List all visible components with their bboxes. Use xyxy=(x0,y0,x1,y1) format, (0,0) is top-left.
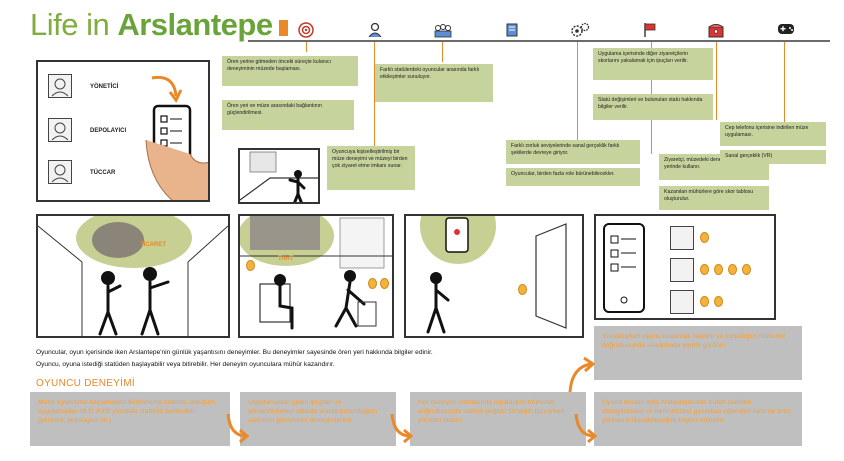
role-label-depolayici: DEPOLAYICI xyxy=(90,128,127,134)
throne-scene-panel: TAHT xyxy=(238,214,394,338)
avatar xyxy=(670,258,694,282)
connector-line xyxy=(716,42,717,120)
title-part2: Arslantepe xyxy=(117,7,273,42)
label-taht: TAHT xyxy=(278,256,294,262)
experience-step-1: Müze ziyaretime başlamadan telefonuma in… xyxy=(30,392,230,446)
avatar xyxy=(48,74,72,98)
gamepad-icon xyxy=(776,22,796,40)
info-box-3: Oyuncuya kişiselleştirilmiş bir müze den… xyxy=(327,146,415,190)
connector-line xyxy=(442,42,443,62)
flag-icon xyxy=(642,22,658,40)
seal-coin xyxy=(714,264,723,275)
arrow-icon xyxy=(390,413,414,444)
avatar xyxy=(670,226,694,250)
timeline-line xyxy=(248,40,830,42)
leaderboard-panel xyxy=(594,214,776,320)
caption-line-2: Oyuncu, oyuna istediği statüden başlayab… xyxy=(36,361,335,368)
avatar xyxy=(48,160,72,184)
ruin-entry-scene-panel xyxy=(404,214,584,338)
experience-step-2: Uygulamadan gelen ipuçları ve yönlendirm… xyxy=(240,392,396,446)
info-box-8: Statü değişimleri ve bulunulan statü hak… xyxy=(593,94,713,120)
info-box-7: Uygulama içerisinde diğer ziyaretçilerin… xyxy=(593,48,713,80)
page-title: Life in Arslantepe xyxy=(30,8,288,42)
role-label-yonetici: YÖNETİCİ xyxy=(90,84,119,90)
target-icon xyxy=(298,22,314,40)
avatar xyxy=(670,290,694,314)
info-box-2: Ören yeri ve müze arasındaki bağlantının… xyxy=(222,100,354,130)
title-square xyxy=(278,20,288,36)
seal-coin xyxy=(700,264,709,275)
seal-coin xyxy=(700,232,709,243)
info-box-5: Farklı zorluk seviyelerinde sanal gerçek… xyxy=(506,140,640,164)
experience-step-4: Yöneticiyken oyunu bırakmak istedim ve t… xyxy=(594,326,802,380)
seal-coin xyxy=(368,278,377,289)
info-box-1: Ören yerine gitmeden önceki süreçte kula… xyxy=(222,56,358,86)
trade-scene-panel: TİCARET xyxy=(36,214,230,338)
seal-coin xyxy=(518,284,527,295)
info-box-6: Oyuncular, birden fazla role bürünebilec… xyxy=(506,168,640,186)
arrow-icon xyxy=(226,413,250,444)
experience-step-5: Oyuna devam edip Arslantepe'deki bütün s… xyxy=(594,392,802,446)
seal-coin xyxy=(246,260,255,271)
arrow-icon xyxy=(568,356,596,393)
arrow-icon xyxy=(574,413,598,444)
connector-line xyxy=(577,42,578,140)
seal-coin xyxy=(728,264,737,275)
user-icon xyxy=(367,22,383,40)
phone-in-hand-illustration xyxy=(145,75,208,200)
connector-line xyxy=(374,42,375,180)
role-label-tuccar: TÜCCAR xyxy=(90,170,116,176)
group-icon xyxy=(433,22,453,40)
museum-scene-panel xyxy=(238,148,320,204)
label-ticaret: TİCARET xyxy=(140,242,166,248)
book-icon xyxy=(504,22,520,40)
caption-line-1: Oyuncular, oyun içerisinde iken Arslante… xyxy=(36,349,433,356)
gears-icon xyxy=(570,22,590,40)
info-box-11: Cep telefonu içerisine indirilen müze uy… xyxy=(720,122,826,146)
connector-line xyxy=(306,42,307,52)
experience-step-3: Her deneyim sonrasında topladığım mühürl… xyxy=(410,392,586,446)
seal-coin xyxy=(700,296,709,307)
connector-line xyxy=(784,42,785,122)
info-box-10: Kazanılan mühürlere göre skor tablosu ol… xyxy=(659,186,769,210)
chest-icon xyxy=(708,22,724,40)
info-box-12: Sanal gerçeklik (VR) xyxy=(720,150,826,164)
avatar xyxy=(48,118,72,142)
section-title: OYUNCU DENEYİMİ xyxy=(36,378,135,389)
info-box-4: Farklı statülerdeki oyuncular arasında f… xyxy=(375,64,493,102)
title-part1: Life in xyxy=(30,7,118,42)
seal-coin xyxy=(742,264,751,275)
seal-coin xyxy=(380,278,389,289)
seal-coin xyxy=(714,296,723,307)
roles-panel: YÖNETİCİ DEPOLAYICI TÜCCAR xyxy=(36,60,210,202)
